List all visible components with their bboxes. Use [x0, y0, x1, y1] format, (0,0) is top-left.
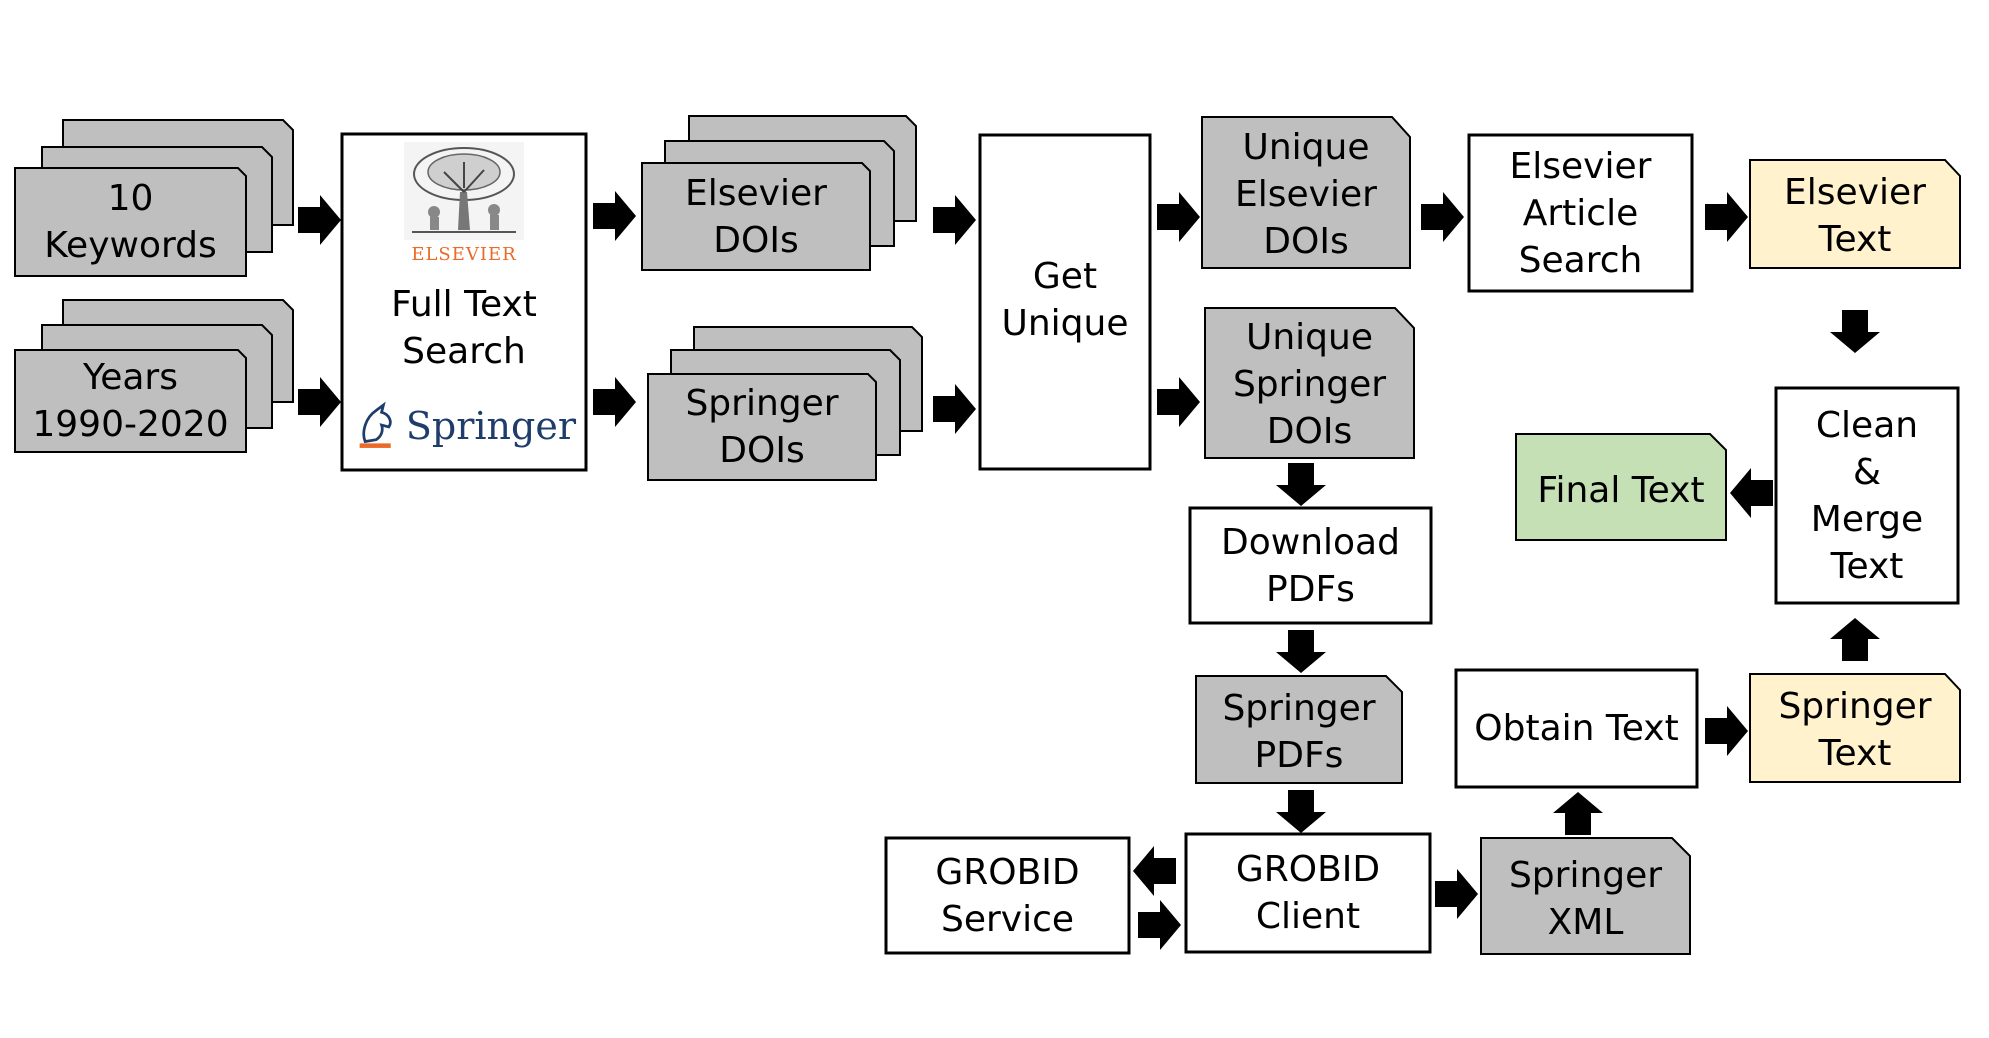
clean-merge-text-box — [1774, 386, 1960, 605]
springer-wordmark: Springer — [405, 404, 576, 448]
obtain-text-label: Obtain Text — [1474, 708, 1679, 749]
springer-dois-document-stack — [647, 326, 923, 481]
elsevier-text-document — [1749, 159, 1961, 269]
springer-xml-document — [1480, 837, 1691, 955]
keywords-document-stack — [14, 119, 294, 277]
elsevier-dois-document-stack — [641, 115, 917, 271]
get-unique-box — [978, 133, 1152, 471]
unique-springer-dois-document — [1204, 307, 1415, 459]
years-document-stack — [14, 299, 294, 453]
final-text-document — [1515, 433, 1727, 541]
elsevier-wordmark: ELSEVIER — [411, 244, 517, 265]
elsevier-article-search-box — [1467, 133, 1694, 293]
final-text-label: Final Text — [1537, 469, 1705, 511]
elsevier-logo: ELSEVIER — [396, 142, 532, 272]
unique-elsevier-dois-document — [1201, 116, 1411, 269]
download-pdfs-box — [1188, 506, 1433, 625]
springer-logo: Springer — [356, 396, 576, 456]
grobid-service-box — [884, 836, 1131, 955]
elsevier-tree-icon — [404, 142, 524, 240]
obtain-text-box — [1454, 668, 1699, 789]
springer-pdfs-document — [1195, 675, 1403, 784]
grobid-client-box — [1184, 832, 1432, 954]
springer-horse-icon — [359, 401, 392, 448]
springer-text-document — [1749, 673, 1961, 783]
